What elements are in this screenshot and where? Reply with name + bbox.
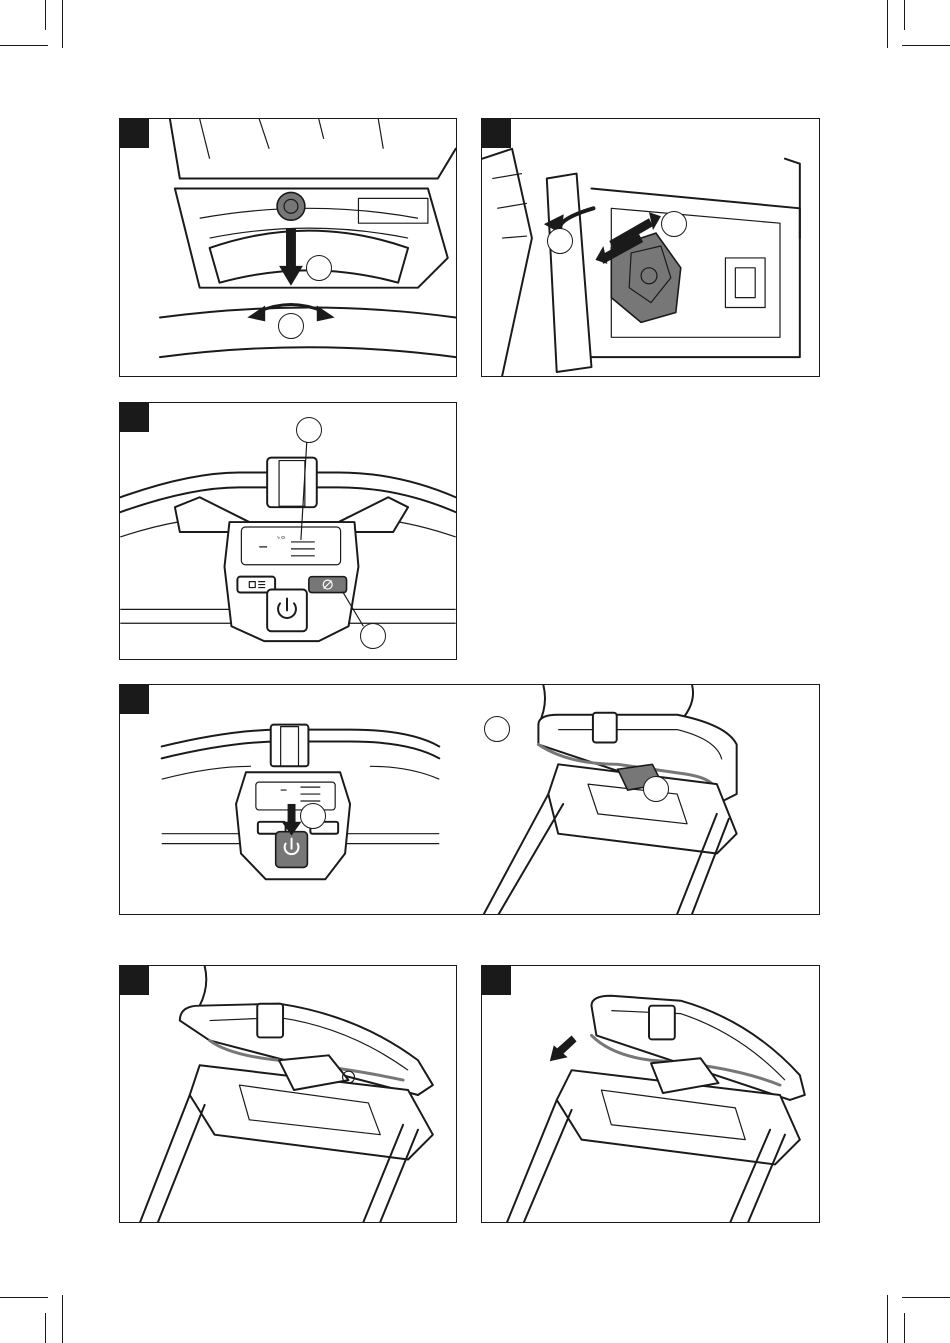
svg-text:ϟ ʘ: ϟ ʘ <box>277 535 285 541</box>
bail-bar-released-illustration <box>482 966 819 1222</box>
figure-6-bail-bar-released <box>481 965 820 1223</box>
callout-2 <box>278 313 304 339</box>
crop-mark-top-left-v2 <box>45 0 46 30</box>
callout-1 <box>296 417 322 443</box>
figure-4-start-sequence <box>119 684 820 915</box>
crop-mark-bottom-left-h <box>0 1297 48 1298</box>
control-panel-illustration: ϟ ʘ <box>120 403 456 659</box>
figure-5-bail-bar-held <box>119 965 457 1223</box>
figure-badge <box>120 966 149 995</box>
crop-mark-top-right-v2 <box>904 0 905 30</box>
crop-mark-top-left-h <box>0 45 48 46</box>
figure-3-control-panel: ϟ ʘ <box>119 402 457 660</box>
crop-mark-bottom-right-v <box>887 1295 888 1343</box>
callout-1 <box>306 255 332 281</box>
crop-mark-bottom-left-v2 <box>45 1313 46 1343</box>
crop-mark-top-right-v <box>887 0 888 48</box>
callout-1 <box>300 803 326 829</box>
crop-mark-bottom-right-h <box>902 1297 950 1298</box>
start-sequence-illustration <box>120 685 819 914</box>
figure-badge <box>120 119 149 148</box>
crop-mark-top-right-h <box>902 45 950 46</box>
figure-badge <box>120 685 149 714</box>
callout-2 <box>484 716 510 742</box>
bail-bar-held-illustration <box>120 966 456 1222</box>
crop-mark-bottom-right-v2 <box>904 1313 905 1343</box>
figure-1-height-knob <box>119 118 457 377</box>
callout-2 <box>360 623 386 649</box>
battery-illustration <box>482 119 819 376</box>
figure-badge <box>482 966 511 995</box>
callout-2 <box>661 211 687 237</box>
figure-badge <box>482 119 511 148</box>
crop-mark-bottom-left-v <box>62 1295 63 1343</box>
callout-3 <box>643 776 669 802</box>
crop-mark-top-left-v <box>62 0 63 48</box>
figure-2-battery-compartment <box>481 118 820 377</box>
callout-1 <box>547 228 573 254</box>
figure-badge <box>120 403 149 432</box>
